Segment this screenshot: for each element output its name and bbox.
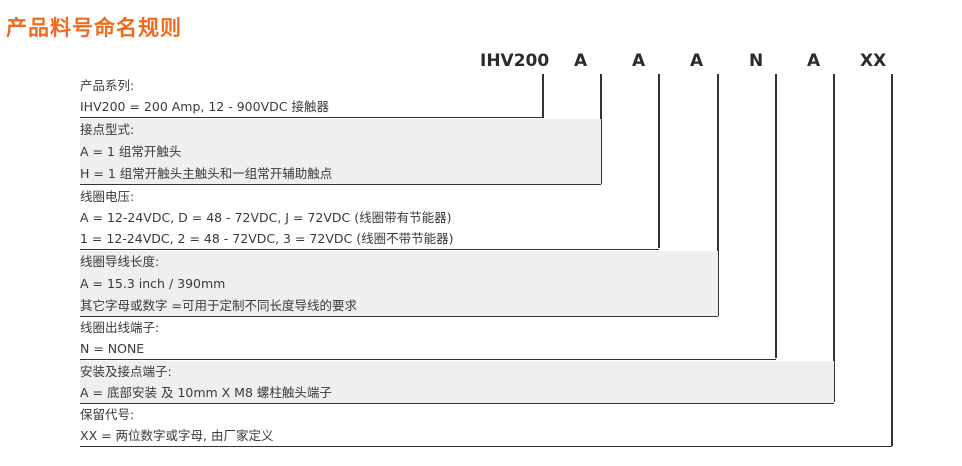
code-terminal: N	[749, 51, 764, 71]
connector-terminal	[775, 74, 777, 358]
connector-series	[542, 74, 544, 118]
contact-line: A = 1 组常开触头	[80, 141, 601, 163]
connector-reserved	[891, 74, 893, 446]
code-voltage: A	[632, 51, 646, 71]
lead-length-line: 其它字母或数字 =可用于定制不同长度导线的要求	[80, 295, 718, 317]
terminal-line: N = NONE	[80, 338, 776, 360]
code-mounting: A	[807, 51, 821, 71]
code-lead-length: A	[690, 51, 704, 71]
mounting-line: A = 底部安装 及 10mm X M8 螺柱触头端子	[80, 382, 834, 404]
terminal-label: 线圈出线端子:	[80, 320, 160, 335]
code-series: IHV200	[480, 51, 550, 71]
series-line: IHV200 = 200 Amp, 12 - 900VDC 接触器	[80, 96, 543, 118]
reserved-line: XX = 两位数字或字母, 由厂家定义	[80, 425, 892, 447]
voltage-label: 线圈电压:	[80, 189, 135, 204]
connector-lead-length	[717, 74, 719, 316]
series-label: 产品系列:	[80, 78, 135, 93]
reserved-label: 保留代号:	[80, 407, 135, 422]
lead-length-line: A = 15.3 inch / 390mm	[80, 273, 718, 295]
contact-line: H = 1 组常开触头主触头和一组常开辅助触点	[80, 163, 601, 185]
connector-voltage	[658, 74, 660, 248]
connector-mounting	[833, 74, 835, 402]
code-reserved: XX	[860, 51, 887, 71]
mounting-label: 安装及接点端子:	[80, 361, 834, 383]
lead-length-label: 线圈导线长度:	[80, 251, 718, 273]
page-title: 产品料号命名规则	[6, 16, 182, 40]
code-contact: A	[574, 51, 588, 71]
voltage-line: 1 = 12-24VDC, 2 = 48 - 72VDC, 3 = 72VDC …	[80, 228, 659, 250]
voltage-line: A = 12-24VDC, D = 48 - 72VDC, J = 72VDC …	[80, 210, 452, 225]
contact-label: 接点型式:	[80, 119, 601, 141]
